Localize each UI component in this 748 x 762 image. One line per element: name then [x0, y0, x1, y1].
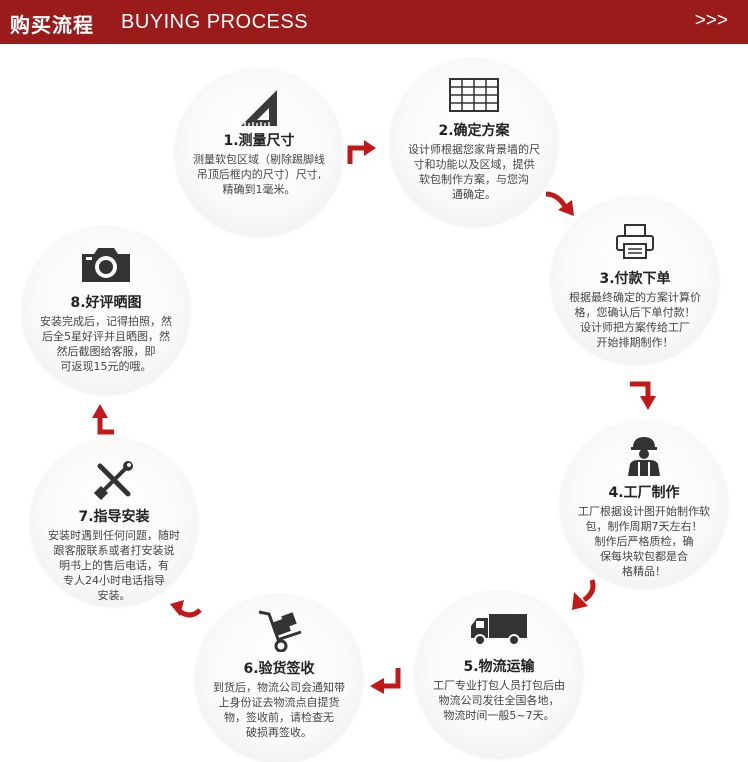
- arrow-down-left-icon: [572, 579, 596, 610]
- step-title: 7.指导安装: [78, 509, 150, 525]
- step-1-measure: 1.测量尺寸 测量软包区域（剔除踢脚线 吊顶后框内的尺寸）尺寸, 精确到1毫米。: [175, 68, 343, 236]
- arrow-up-icon: [92, 404, 114, 435]
- step-description: 设计师根据您家背景墙的尺 寸和功能以及区域，提供 软包制作方案，与您沟 通确定。: [408, 143, 540, 201]
- step-title: 3.付款下单: [599, 271, 671, 287]
- more-link[interactable]: >>>: [694, 10, 728, 31]
- grid-plan-icon: [449, 78, 499, 112]
- step-8-review: 8.好评晒图 安装完成后，记得拍照，然 后全5星好评并且晒图，然 然后截图给客服…: [22, 226, 190, 394]
- step-title: 6.验货签收: [243, 661, 315, 677]
- ruler-triangle-icon: [241, 90, 277, 126]
- arrow-down-icon: [630, 381, 656, 410]
- arrow-down-right-icon: [545, 191, 574, 216]
- step-description: 工厂专业打包人员打包后由 物流公司发往全国各地， 物流时间一般5~7天。: [433, 679, 565, 722]
- step-title: 1.测量尺寸: [223, 133, 295, 149]
- step-description: 工厂根据设计图开始制作软 包，制作周期7天左右！ 制作后严格质检，确 保每块软包…: [578, 505, 710, 578]
- arrow-right-icon: [347, 140, 376, 164]
- step-title: 5.物流运输: [463, 659, 535, 675]
- arrow-up-left-icon: [170, 600, 202, 618]
- worker-icon: [628, 437, 660, 476]
- step-description: 安装时遇到任何问题，随时 跟客服联系或者打安装说 明书上的售后电话，有 专人24…: [48, 529, 180, 602]
- tools-icon: [94, 461, 133, 500]
- step-title: 4.工厂制作: [608, 485, 680, 501]
- arrow-left-icon: [370, 668, 401, 694]
- camera-icon: [82, 248, 130, 282]
- step-description: 安装完成后，记得拍照，然 后全5星好评并且晒图，然 然后截图给客服，即 可返现1…: [40, 315, 172, 373]
- step-7-install: 7.指导安装 安装时遇到任何问题，随时 跟客服联系或者打安装说 明书上的售后电话…: [30, 438, 198, 606]
- step-2-plan: 2.确定方案 设计师根据您家背景墙的尺 寸和功能以及区域，提供 软包制作方案，与…: [390, 58, 558, 226]
- step-description: 测量软包区域（剔除踢脚线 吊顶后框内的尺寸）尺寸, 精确到1毫米。: [193, 153, 325, 196]
- header-title-cn: 购买流程: [10, 13, 94, 37]
- step-description: 到货后，物流公司会通知带 上身份证去物流点自提货 物，签收前，请检查无 破损再签…: [213, 681, 345, 739]
- step-6-receive: 6.验货签收 到货后，物流公司会通知带 上身份证去物流点自提货 物，签收前，请检…: [195, 594, 363, 762]
- truck-icon: [471, 614, 527, 646]
- hand-cart-icon: [258, 610, 302, 652]
- step-3-payment: 3.付款下单 根据最终确定的方案计算价 格，您确认后下单付款！ 设计师把方案传给…: [551, 196, 719, 364]
- step-title: 2.确定方案: [438, 123, 510, 139]
- header-bar: 购买流程 BUYING PROCESS >>>: [0, 0, 748, 44]
- step-description: 根据最终确定的方案计算价 格，您确认后下单付款！ 设计师把方案传给工厂 开始排期…: [569, 291, 701, 349]
- printer-icon: [616, 224, 654, 259]
- header-title-en: BUYING PROCESS: [121, 11, 309, 33]
- step-title: 8.好评晒图: [70, 295, 142, 311]
- step-5-shipping: 5.物流运输 工厂专业打包人员打包后由 物流公司发往全国各地， 物流时间一般5~…: [415, 590, 583, 758]
- step-4-manufacture: 4.工厂制作 工厂根据设计图开始制作软 包，制作周期7天左右！ 制作后严格质检，…: [560, 420, 728, 588]
